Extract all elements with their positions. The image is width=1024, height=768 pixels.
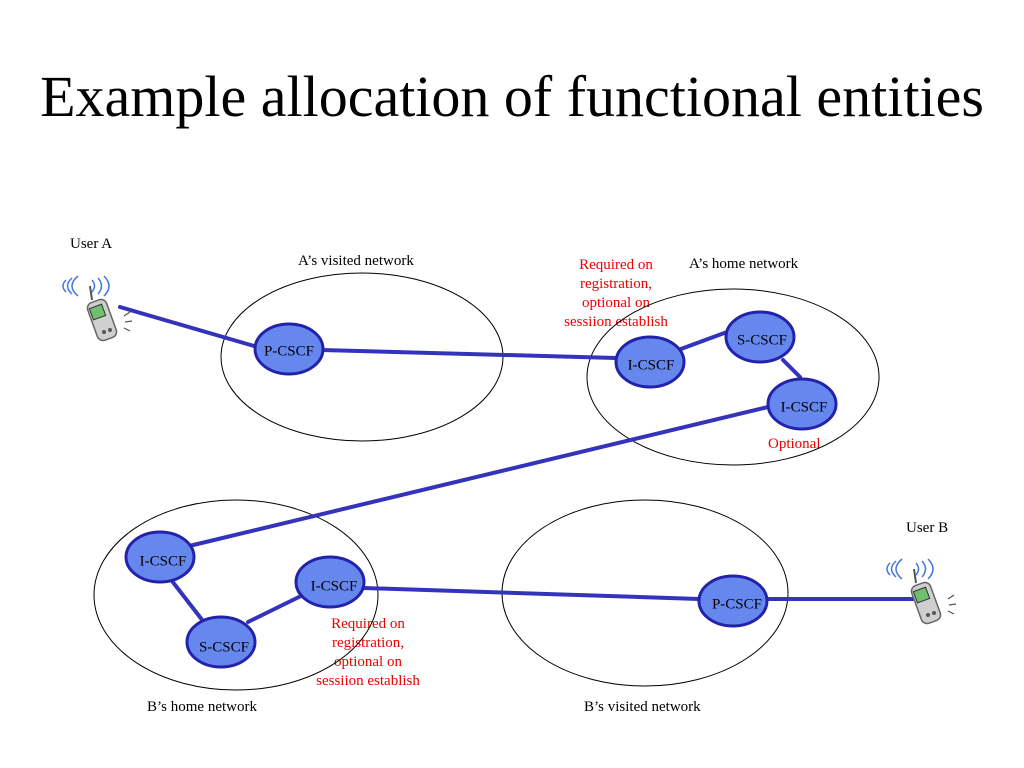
link-b-scscf-icscf: [246, 593, 305, 624]
node-b-home-scscf: S-CSCF: [185, 615, 257, 669]
network-label-b-visited: B’s visited network: [584, 699, 701, 715]
node-label: S-CSCF: [199, 639, 249, 655]
node-label: P-CSCF: [712, 596, 762, 612]
node-b-home-icscf: I-CSCF: [294, 555, 366, 609]
note-line: sessiion establish: [564, 314, 668, 330]
node-b-home-icscf-top: I-CSCF: [124, 530, 196, 584]
node-label: I-CSCF: [781, 399, 828, 415]
network-label-a-visited: A’s visited network: [298, 253, 414, 269]
user-b-label: User B: [906, 520, 949, 536]
network-label-a-home: A’s home network: [689, 256, 799, 272]
note-line: optional on: [334, 654, 402, 670]
link-scscf-icscf-optional: [781, 358, 802, 379]
network-label-b-home: B’s home network: [147, 699, 257, 715]
page-title: Example allocation of functional entitie…: [40, 64, 984, 129]
note-line: optional on: [582, 295, 650, 311]
note-line: sessiion establish: [316, 673, 420, 689]
node-a-home-icscf: I-CSCF: [614, 335, 686, 389]
node-label: P-CSCF: [264, 343, 314, 359]
node-b-visited-pcscf: P-CSCF: [697, 574, 769, 628]
network-boundary-a-visited: [220, 272, 504, 442]
user-a-label: User A: [70, 236, 113, 252]
node-label: I-CSCF: [311, 578, 358, 594]
network-boundary-b-home: [93, 499, 379, 691]
node-label: S-CSCF: [737, 332, 787, 348]
link-user-a-pcscf: [118, 305, 256, 348]
node-label: I-CSCF: [628, 357, 675, 373]
node-a-visited-pcscf: P-CSCF: [253, 322, 325, 376]
note-line: registration,: [331, 635, 405, 651]
user-a-phone-icon: [62, 275, 133, 342]
link-b-icscf-pcscf: [362, 586, 701, 601]
note-line: registration,: [579, 276, 653, 292]
note-line: Required on: [331, 616, 405, 632]
node-label: I-CSCF: [140, 553, 187, 569]
network-boundary-a-home: [586, 288, 880, 466]
link-a-home-to-b-home: [183, 405, 770, 549]
link-b-icscf-scscf: [170, 579, 205, 623]
link-pcscf-icscf: [320, 348, 618, 360]
user-b-phone-icon: [886, 558, 957, 625]
node-a-home-scscf: S-CSCF: [724, 310, 796, 364]
note-a-home-required: Required on registration, optional on se…: [552, 256, 680, 332]
note-a-home-optional: Optional: [768, 436, 821, 452]
note-line: Required on: [579, 257, 653, 273]
node-a-home-icscf-optional: I-CSCF: [766, 377, 838, 431]
note-b-home-required: Required on registration, optional on se…: [304, 615, 432, 691]
